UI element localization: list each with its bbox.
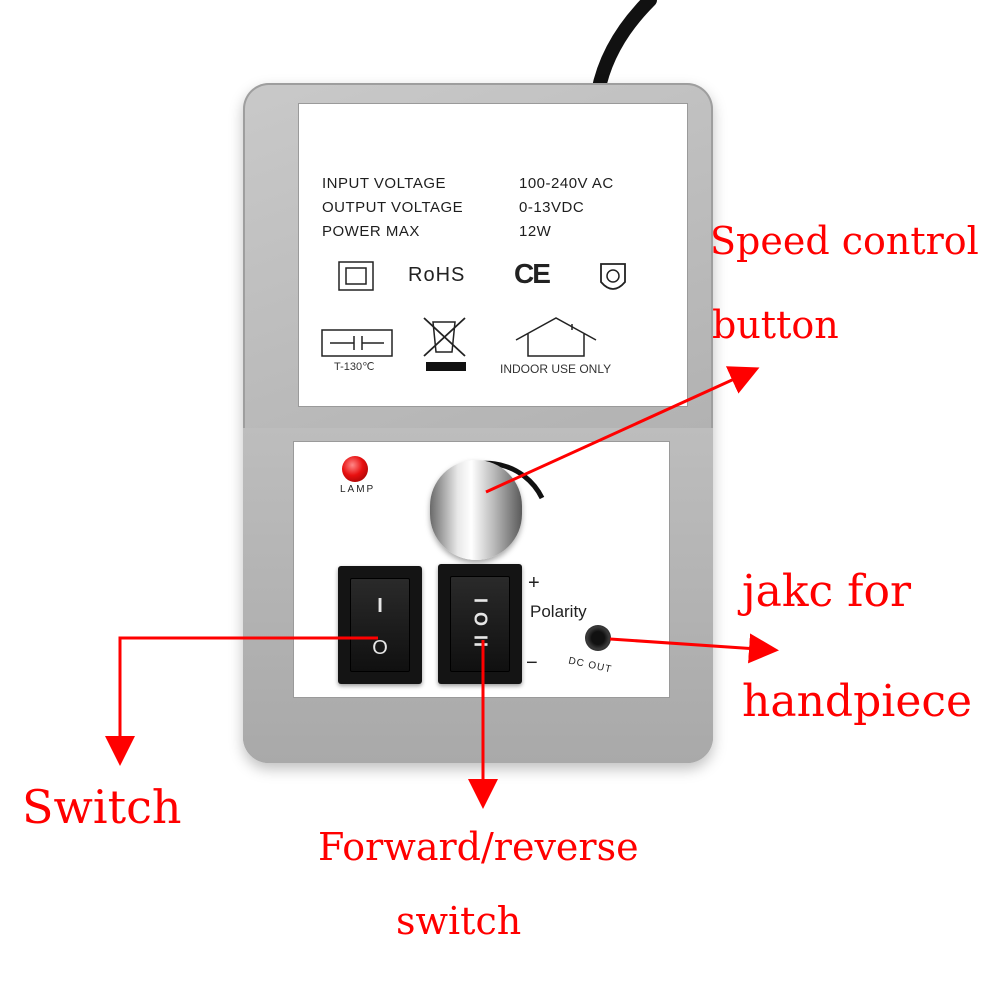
thermal-fuse-icon: [321, 329, 393, 357]
dc-out-jack[interactable]: [585, 625, 611, 651]
lamp-indicator: [342, 456, 368, 482]
input-voltage-value: 100-240V AC: [519, 175, 614, 192]
output-voltage-value: 0-13VDC: [519, 199, 585, 216]
safety-mark-icon: [600, 263, 626, 290]
arrow-icon: [105, 366, 779, 809]
speed-control-knob[interactable]: [430, 460, 522, 560]
rohs-mark: RoHS: [408, 264, 466, 286]
lamp-label: LAMP: [340, 484, 376, 495]
power-off-glyph: O: [372, 637, 388, 659]
power-rocker[interactable]: I O: [350, 578, 410, 672]
thermal-fuse-text: T-130℃: [334, 361, 375, 373]
ce-mark-icon: CE: [514, 258, 551, 289]
polarity-label: Polarity: [530, 602, 587, 621]
power-max-label: POWER MAX: [322, 223, 420, 240]
jack-callout-line1: jakc for: [742, 566, 911, 617]
polarity-minus: −: [526, 652, 538, 674]
power-on-glyph: I: [377, 595, 383, 617]
power-switch[interactable]: I O: [338, 566, 422, 684]
forward-reverse-callout-line1: Forward/reverse: [318, 825, 639, 869]
speed-control-callout-line2: button: [712, 303, 839, 347]
polarity-plus: +: [528, 572, 540, 594]
polarity-rocker[interactable]: I O II: [450, 576, 510, 672]
forward-reverse-callout-line2: switch: [396, 899, 522, 943]
switch-callout: Switch: [22, 780, 182, 834]
output-voltage-label: OUTPUT VOLTAGE: [322, 199, 464, 216]
double-insulation-icon: [338, 261, 374, 291]
weee-bin-icon: [423, 317, 466, 371]
polarity-switch[interactable]: I O II: [438, 564, 522, 684]
power-max-value: 12W: [519, 223, 552, 240]
indoor-use-text: INDOOR USE ONLY: [500, 362, 612, 376]
indoor-house-icon: [515, 317, 597, 357]
input-voltage-label: INPUT VOLTAGE: [322, 175, 447, 192]
speed-control-callout-line1: Speed control: [710, 219, 979, 263]
jack-callout-line2: handpiece: [742, 676, 973, 727]
